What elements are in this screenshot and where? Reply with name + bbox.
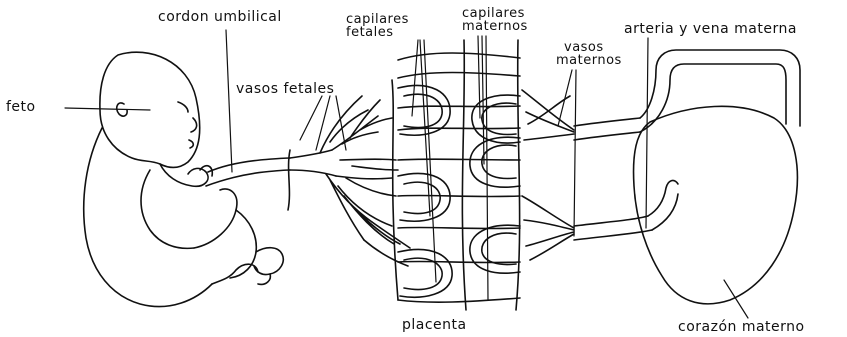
placental-villi: [398, 40, 520, 310]
label-placenta: placenta: [402, 318, 467, 332]
label-feto: feto: [6, 100, 36, 114]
label-corazon-materno: corazón materno: [678, 320, 805, 334]
label-vasos-maternos-line2: maternos: [556, 55, 622, 67]
label-capilares-fetales-line2: fetales: [346, 27, 394, 39]
maternal-heart: [634, 50, 800, 304]
label-arteria-vena-materna: arteria y vena materna: [624, 22, 797, 36]
maternal-vessels: [522, 90, 652, 260]
fetal-vessels: [288, 80, 410, 300]
label-cordon-umbilical: cordon umbilical: [158, 10, 282, 24]
label-capilares-maternos-line2: maternos: [462, 21, 528, 33]
label-vasos-fetales: vasos fetales: [236, 82, 334, 96]
